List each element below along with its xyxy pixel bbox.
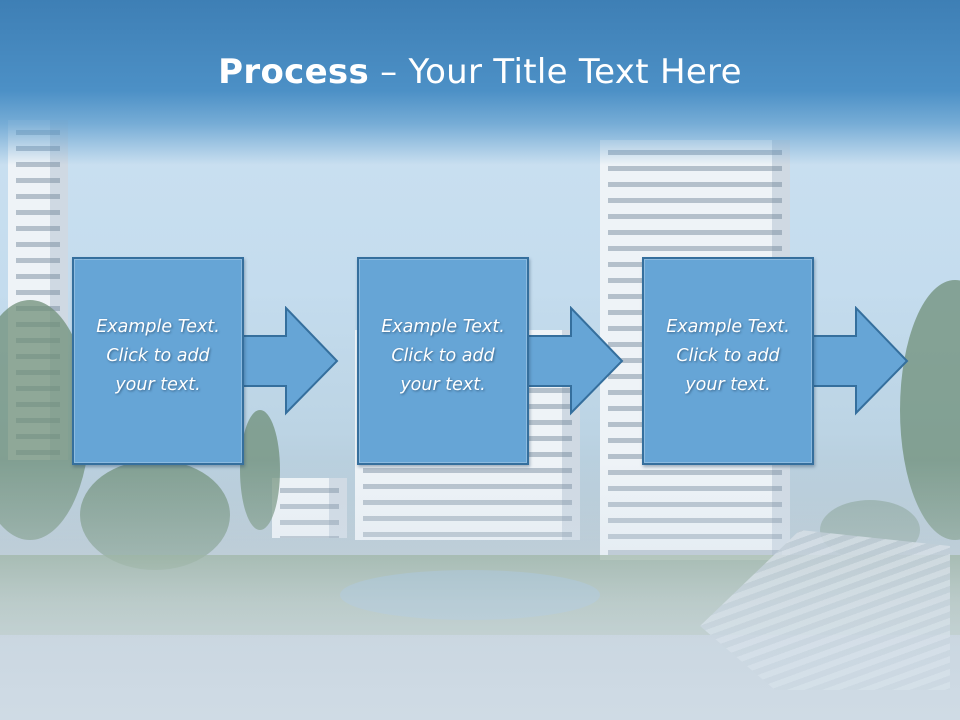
title-rest: – Your Title Text Here [369, 52, 742, 92]
process-arrow-2[interactable] [525, 306, 625, 416]
step-text[interactable]: Example Text. Click to add your text. [381, 316, 505, 395]
process-arrow-1[interactable] [240, 306, 340, 416]
step-text[interactable]: Example Text. Click to add your text. [96, 316, 220, 395]
process-step-2[interactable]: Example Text. Click to add your text. [357, 257, 529, 465]
background-fade [0, 460, 960, 720]
title-bold: Process [218, 52, 370, 92]
process-arrow-3[interactable] [810, 306, 910, 416]
step-text[interactable]: Example Text. Click to add your text. [666, 316, 790, 395]
process-step-1[interactable]: Example Text. Click to add your text. [72, 257, 244, 465]
slide-title[interactable]: Process – Your Title Text Here [0, 52, 960, 92]
title-band [0, 0, 960, 165]
process-step-3[interactable]: Example Text. Click to add your text. [642, 257, 814, 465]
